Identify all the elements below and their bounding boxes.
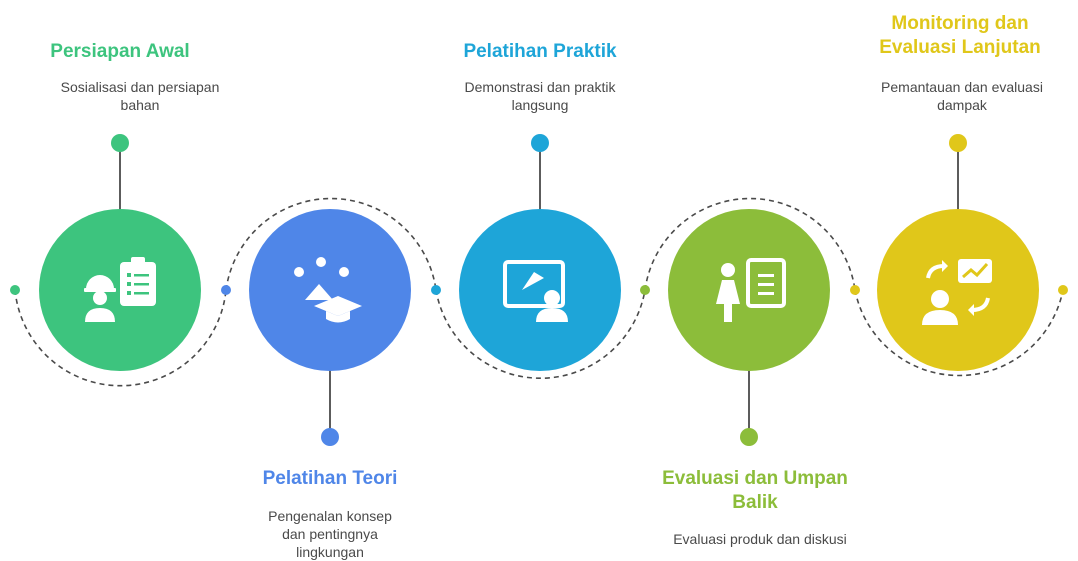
step-2-description: Pengenalan konsep dan pentingnya lingkun… (268, 508, 392, 560)
dashed-path (14, 197, 1064, 387)
stem-dots (111, 134, 967, 446)
graduation-concepts-icon (294, 257, 362, 323)
stems (119, 143, 959, 437)
screen-demonstration-icon (503, 260, 568, 322)
step-1-description: Sosialisasi dan persiapan bahan (60, 79, 220, 113)
step-3-description: Demonstrasi dan praktik langsung (464, 79, 616, 113)
step-1-title: Persiapan Awal (50, 41, 190, 62)
connector-dot (431, 285, 441, 295)
step-3-title: Pelatihan Praktik (463, 41, 617, 62)
step-circle-2 (249, 209, 411, 371)
connector-dot (1058, 285, 1068, 295)
worker-checklist-icon (84, 257, 156, 322)
step-2-title: Pelatihan Teori (262, 468, 398, 489)
step-4-description: Evaluasi produk dan diskusi (673, 531, 847, 547)
connector-dot (850, 285, 860, 295)
step-circle-3 (459, 209, 621, 371)
step-5-description: Pemantauan dan evaluasi dampak (881, 79, 1043, 113)
step-5-title: Monitoring dan Evaluasi Lanjutan (879, 13, 1041, 58)
connector-dot (640, 285, 650, 295)
connector-dot (10, 285, 20, 295)
connector-dot (221, 285, 231, 295)
step-4-title: Evaluasi dan Umpan Balik (662, 468, 848, 513)
person-evaluation-icon (716, 258, 786, 322)
monitoring-chart-icon (922, 259, 992, 325)
step-circle-5 (877, 209, 1039, 371)
connector-dots (10, 285, 1068, 295)
